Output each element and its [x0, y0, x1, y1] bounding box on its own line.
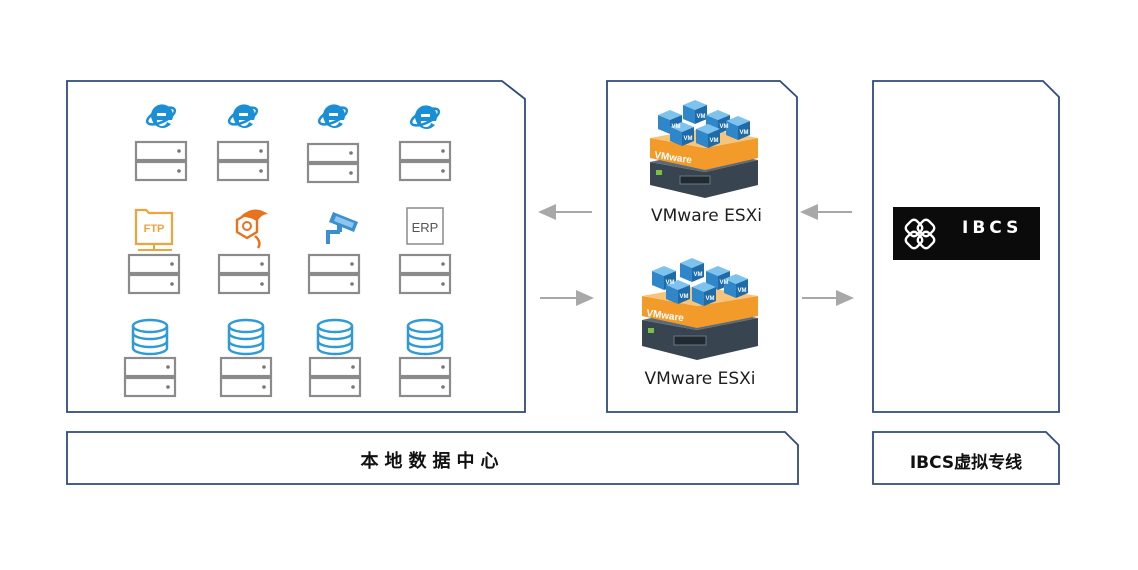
ibcs-logo-text: IBCS — [962, 218, 1023, 238]
database-icon — [406, 318, 444, 356]
vmware-badge: VMware — [654, 150, 693, 166]
camera-server — [307, 212, 361, 295]
database-icon — [316, 318, 354, 356]
server-icon — [308, 356, 362, 398]
vm-badge: VM — [720, 124, 729, 130]
server-icon — [219, 356, 273, 398]
server-icon — [127, 253, 181, 295]
vm-badge: VM — [666, 280, 675, 286]
ftp-icon: FTP — [134, 208, 174, 251]
esxi-label-2: VMware ESXi — [644, 369, 756, 389]
local-servers-frame — [66, 80, 526, 413]
vm-badge: VM — [680, 294, 689, 300]
db-server-1 — [123, 318, 177, 398]
ibcs-frame — [872, 80, 1060, 413]
vm-badge: VM — [710, 138, 719, 144]
app-server — [217, 209, 271, 295]
esxi-host-2: VMware VM VM VM VM VM VM — [642, 258, 758, 360]
ibcs-line-label: IBCS虚拟专线 — [909, 453, 1023, 473]
erp-icon-label: ERP — [412, 220, 439, 235]
local-datacenter-label: 本地数据中心 — [360, 451, 505, 472]
erp-server: ERP — [398, 207, 452, 295]
server-icon — [216, 140, 270, 182]
server-icon — [307, 253, 361, 295]
ibcs-line-band — [872, 431, 1060, 485]
ie-server-2 — [216, 102, 270, 182]
server-icon — [398, 356, 452, 398]
vm-badge: VM — [694, 272, 703, 278]
ie-server-3 — [306, 102, 360, 184]
esxi-frame — [606, 80, 798, 413]
ie-icon — [407, 103, 443, 131]
esxi-label-1: VMware ESXi — [651, 206, 762, 226]
ie-server-1 — [134, 102, 188, 182]
ibcs-knot-icon — [904, 218, 936, 250]
server-icon — [398, 253, 452, 295]
server-icon — [398, 140, 452, 182]
vm-badge: VM — [740, 130, 749, 136]
db-server-2 — [219, 318, 273, 398]
server-icon — [123, 356, 177, 398]
security-camera-icon — [326, 212, 358, 244]
ie-icon — [225, 102, 261, 130]
vm-badge: VM — [697, 114, 706, 120]
database-icon — [227, 318, 265, 356]
vm-badge: VM — [720, 280, 729, 286]
local-datacenter-band — [66, 431, 799, 485]
ibcs-logo — [893, 207, 1040, 260]
ie-icon — [315, 102, 351, 130]
vm-badge: VM — [672, 124, 681, 130]
database-icon — [131, 318, 169, 356]
ftp-server: FTP — [127, 208, 181, 295]
db-server-4 — [398, 318, 452, 398]
ie-icon — [143, 102, 179, 130]
vm-badge: VM — [706, 296, 715, 302]
vm-badge: VM — [684, 136, 693, 142]
ftp-icon-label: FTP — [144, 223, 165, 235]
vm-badge: VM — [738, 288, 747, 294]
server-icon — [306, 142, 360, 184]
db-server-3 — [308, 318, 362, 398]
vmware-badge: VMware — [646, 308, 685, 324]
dolphin-app-icon — [235, 209, 268, 249]
server-icon — [134, 140, 188, 182]
ie-server-4 — [398, 103, 452, 182]
vm-cluster-icon: VM VM VM VM VM VM — [652, 258, 748, 306]
server-icon — [217, 253, 271, 295]
erp-icon: ERP — [406, 207, 444, 245]
